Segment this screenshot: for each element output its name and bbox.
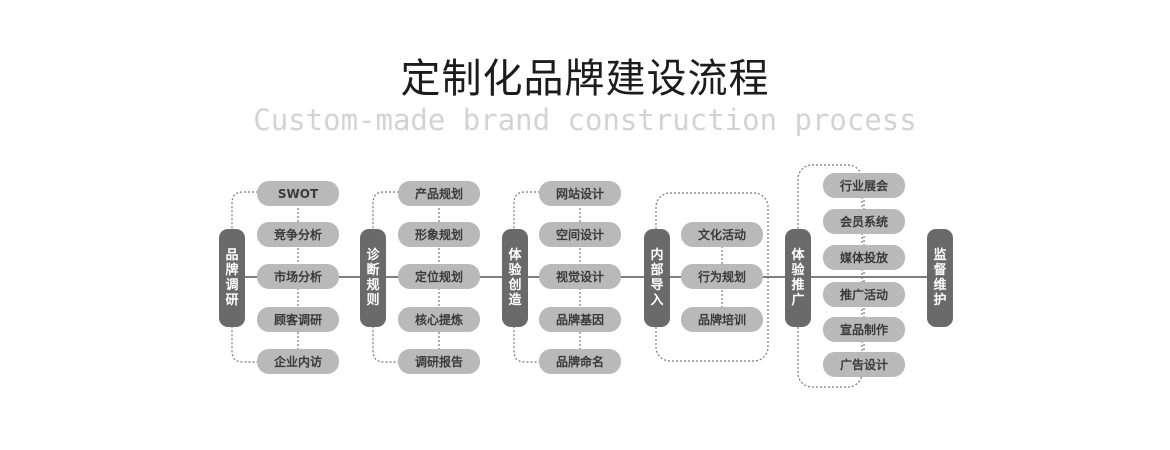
stage-label-char: 验: [791, 263, 805, 278]
step-website-design: 网站设计: [539, 181, 621, 206]
step-behavior-planning: 行为规划: [681, 264, 763, 289]
stage-label-char: 验: [508, 263, 522, 278]
stage-label-char: 调: [225, 278, 239, 293]
stage-label: 体验推广: [791, 248, 804, 308]
stage-experience-promotion: 体验推广: [785, 229, 811, 327]
page-subtitle: Custom-made brand construction process: [253, 103, 917, 137]
stage-label-char: 推: [791, 278, 805, 293]
step-space-design: 空间设计: [539, 222, 621, 247]
step-membership-system: 会员系统: [823, 209, 905, 234]
step-product-planning: 产品规划: [398, 181, 480, 206]
stage-label-char: 维: [933, 278, 947, 293]
step-competition-analysis: 竞争分析: [257, 222, 339, 247]
stage-label-char: 品: [225, 248, 239, 263]
step-market-analysis: 市场分析: [257, 264, 339, 289]
step-positioning-planning: 定位规划: [398, 264, 480, 289]
step-media-placement: 媒体投放: [823, 245, 905, 270]
stage-label: 监督维护: [933, 248, 946, 308]
stage-label: 内部导入: [650, 248, 663, 308]
stage-label: 品牌调研: [225, 248, 238, 308]
stage-label-char: 导: [650, 278, 664, 293]
stage-label-char: 部: [650, 263, 664, 278]
page-title: 定制化品牌建设流程: [400, 56, 770, 102]
stage-label-char: 创: [508, 278, 522, 293]
step-customer-research: 顾客调研: [257, 307, 339, 332]
stage-label-char: 规: [366, 278, 380, 293]
step-brand-training: 品牌培训: [681, 307, 763, 332]
stage-brand-research: 品牌调研: [219, 229, 245, 327]
stage-label-char: 护: [933, 293, 947, 308]
stage-label: 诊断规则: [366, 248, 379, 308]
stage-label-char: 则: [366, 293, 380, 308]
stage-label-char: 牌: [225, 263, 239, 278]
stage-label-char: 造: [508, 293, 522, 308]
stage-label-char: 体: [791, 248, 805, 263]
step-promo-materials: 宣品制作: [823, 317, 905, 342]
stage-label-char: 体: [508, 248, 522, 263]
stage-internal-import: 内部导入: [644, 229, 670, 327]
step-swot: SWOT: [257, 181, 339, 206]
step-brand-gene: 品牌基因: [539, 307, 621, 332]
stage-label-char: 研: [225, 293, 239, 308]
step-culture-activities: 文化活动: [681, 222, 763, 247]
step-industry-exhibition: 行业展会: [823, 173, 905, 198]
step-image-planning: 形象规划: [398, 222, 480, 247]
stage-label: 体验创造: [508, 248, 521, 308]
step-ad-design: 广告设计: [823, 352, 905, 377]
stage-label-char: 监: [933, 248, 947, 263]
stage-diagnosis: 诊断规则: [360, 229, 386, 327]
step-brand-naming: 品牌命名: [539, 349, 621, 374]
stage-label-char: 督: [933, 263, 947, 278]
step-research-report: 调研报告: [398, 349, 480, 374]
step-core-refinement: 核心提炼: [398, 307, 480, 332]
step-promotion-activities: 推广活动: [823, 282, 905, 307]
step-visual-design: 视觉设计: [539, 264, 621, 289]
stage-experience-creation: 体验创造: [502, 229, 528, 327]
step-enterprise-interview: 企业内访: [257, 349, 339, 374]
stage-label-char: 断: [366, 263, 380, 278]
stage-label-char: 广: [791, 293, 805, 308]
stage-supervision-maintenance: 监督维护: [927, 229, 953, 327]
stage-label-char: 内: [650, 248, 664, 263]
stage-label-char: 入: [650, 293, 664, 308]
stage-label-char: 诊: [366, 248, 380, 263]
